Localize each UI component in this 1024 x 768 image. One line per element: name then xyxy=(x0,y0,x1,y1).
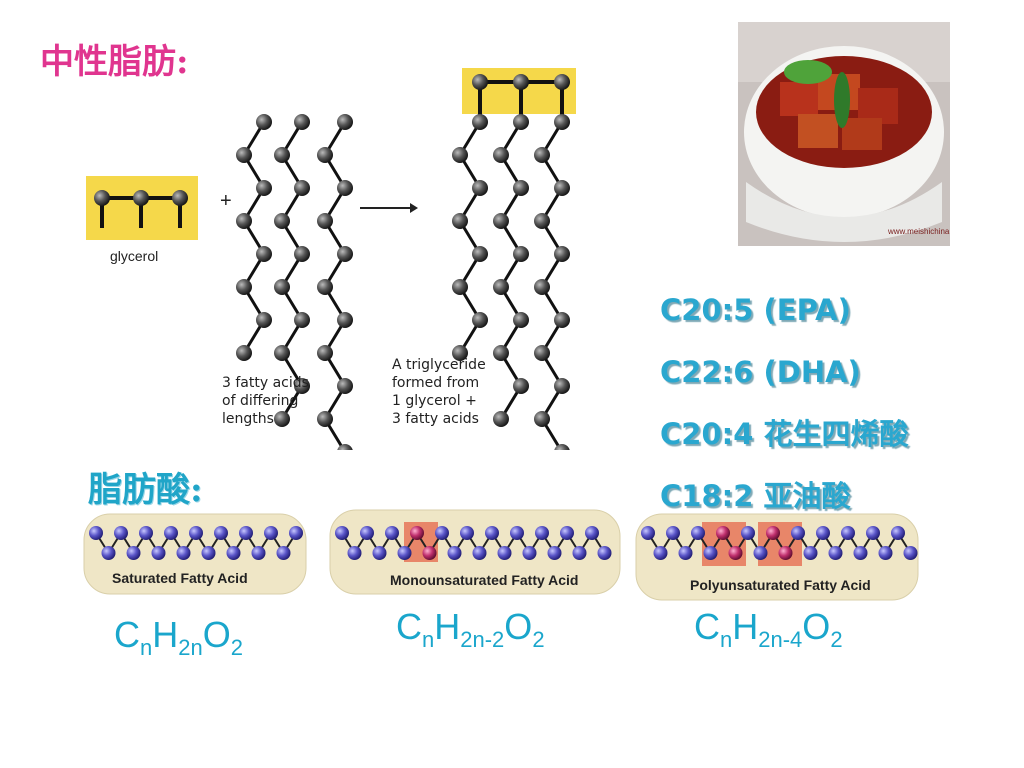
reaction-arrow-icon xyxy=(360,203,418,213)
carbon-atom-icon xyxy=(385,526,399,540)
carbon-atom-icon xyxy=(497,546,512,560)
carbon-atom-icon xyxy=(653,546,668,560)
triglyceride-chain-3 xyxy=(534,114,570,450)
carbon-atom-icon xyxy=(741,526,755,540)
carbon-atom-icon xyxy=(289,526,303,540)
carbon-atom-icon xyxy=(226,546,241,560)
triglyceride-caption: A triglyceride formed from 1 glycerol + … xyxy=(392,357,486,427)
neutral-fat-title: 中性脂肪: xyxy=(40,42,189,82)
carbon-atom-icon xyxy=(666,526,680,540)
carbon-atom-icon xyxy=(816,526,830,540)
carbon-atom-icon xyxy=(716,526,730,540)
carbon-atom-icon xyxy=(828,546,843,560)
monounsaturated-strip-label: Monounsaturated Fatty Acid xyxy=(390,572,579,588)
carbon-atom-icon xyxy=(485,526,499,540)
food-photo-icon: www.meishichina.com xyxy=(738,22,950,246)
svg-text:www.meishichina.com: www.meishichina.com xyxy=(887,227,950,236)
carbon-atom-icon xyxy=(126,546,141,560)
polyunsaturated-strip-label: Polyunsaturated Fatty Acid xyxy=(690,577,871,593)
fatty-acid-chain-3 xyxy=(317,114,353,450)
polyunsaturated-formula: CnH2n-4O2 xyxy=(694,606,843,652)
carbon-atom-icon xyxy=(397,546,412,560)
fatty-acid-chains xyxy=(236,114,353,450)
carbon-atom-icon xyxy=(360,526,374,540)
glycerol-molecule xyxy=(86,176,198,240)
carbon-atom-icon xyxy=(510,526,524,540)
carbon-atom-icon xyxy=(766,526,780,540)
carbon-atom-icon xyxy=(597,546,612,560)
carbon-atom-icon xyxy=(435,526,449,540)
carbon-atom-icon xyxy=(139,526,153,540)
carbon-atom-icon xyxy=(372,546,387,560)
carbon-atom-icon xyxy=(335,526,349,540)
saturated-formula: CnH2nO2 xyxy=(114,614,243,660)
carbon-atom-icon xyxy=(841,526,855,540)
carbon-atom-icon xyxy=(803,546,818,560)
carbon-atom-icon xyxy=(560,526,574,540)
fatty-acids-caption: 3 fatty acids of differing lengths xyxy=(222,375,309,427)
carbon-atom-icon xyxy=(447,546,462,560)
fatty-acid-item-epa: C20:5 (EPA) xyxy=(660,293,851,327)
fatty-acid-item-linoleic: C18:2 亚油酸 xyxy=(660,479,851,513)
polyunsaturated-strip: Polyunsaturated Fatty Acid xyxy=(635,513,919,601)
carbon-atom-icon xyxy=(878,546,893,560)
carbon-atom-icon xyxy=(201,546,216,560)
fatty-acid-chain-2 xyxy=(274,114,310,427)
carbon-atom-icon xyxy=(703,546,718,560)
carbon-atom-icon xyxy=(176,546,191,560)
fatty-acid-chain-1 xyxy=(236,114,272,361)
carbon-atom-icon xyxy=(572,546,587,560)
carbon-atom-icon xyxy=(522,546,537,560)
saturated-strip-label: Saturated Fatty Acid xyxy=(112,570,248,586)
carbon-atom-icon xyxy=(903,546,918,560)
triglyceride-diagram: glycerol + xyxy=(86,68,576,450)
fatty-acid-title: 脂肪酸: xyxy=(88,470,203,510)
carbon-atom-icon xyxy=(151,546,166,560)
carbon-atom-icon xyxy=(678,546,693,560)
carbon-atom-icon xyxy=(866,526,880,540)
saturated-strip: Saturated Fatty Acid xyxy=(83,513,307,595)
carbon-atom-icon xyxy=(778,546,793,560)
carbon-atom-icon xyxy=(251,546,266,560)
carbon-atom-icon xyxy=(214,526,228,540)
triglyceride-glycerol-head xyxy=(462,68,576,115)
carbon-atom-icon xyxy=(691,526,705,540)
carbon-atom-icon xyxy=(535,526,549,540)
carbon-atom-icon xyxy=(89,526,103,540)
carbon-atom-icon xyxy=(114,526,128,540)
monounsaturated-strip: Monounsaturated Fatty Acid xyxy=(329,509,621,595)
fatty-acid-list: C20:5 (EPA) C22:6 (DHA) C20:4 花生四烯酸 C18:… xyxy=(660,290,909,538)
plus-sign: + xyxy=(220,190,232,212)
carbon-atom-icon xyxy=(239,526,253,540)
carbon-atom-icon xyxy=(460,526,474,540)
fatty-acid-item-arachidonic: C20:4 花生四烯酸 xyxy=(660,417,909,451)
carbon-atom-icon xyxy=(422,546,437,560)
carbon-atom-icon xyxy=(891,526,905,540)
carbon-atom-icon xyxy=(347,546,362,560)
carbon-atom-icon xyxy=(189,526,203,540)
triglyceride-chain-1 xyxy=(452,114,488,361)
monounsaturated-formula: CnH2n-2O2 xyxy=(396,606,545,652)
glycerol-label: glycerol xyxy=(110,248,158,264)
fatty-acid-item-dha: C22:6 (DHA) xyxy=(660,355,861,389)
carbon-atom-icon xyxy=(547,546,562,560)
carbon-atom-icon xyxy=(585,526,599,540)
carbon-atom-icon xyxy=(472,546,487,560)
carbon-atom-icon xyxy=(264,526,278,540)
fatty-acid-strips: Saturated Fatty Acid Monounsaturated Fat… xyxy=(83,509,919,601)
carbon-atom-icon xyxy=(164,526,178,540)
carbon-atom-icon xyxy=(641,526,655,540)
carbon-atom-icon xyxy=(791,526,805,540)
carbon-atom-icon xyxy=(753,546,768,560)
carbon-atom-icon xyxy=(853,546,868,560)
carbon-atom-icon xyxy=(276,546,291,560)
carbon-atom-icon xyxy=(728,546,743,560)
carbon-atom-icon xyxy=(410,526,424,540)
carbon-atom-icon xyxy=(101,546,116,560)
triglyceride-chains xyxy=(452,114,570,450)
triglyceride-chain-2 xyxy=(493,114,529,427)
